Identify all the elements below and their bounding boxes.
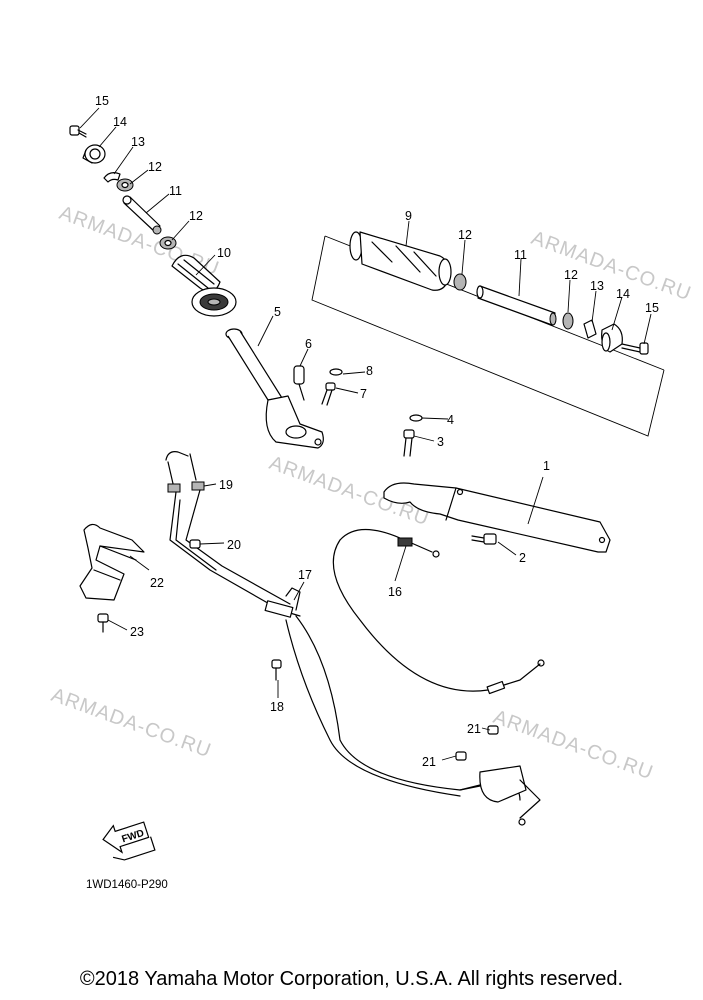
- handlebar-arm-5: [225, 328, 324, 449]
- callout: 19: [219, 478, 233, 492]
- copyright-notice: ©2018 Yamaha Motor Corporation, U.S.A. A…: [79, 968, 624, 990]
- callout: 11: [169, 184, 182, 198]
- callout: 4: [447, 413, 454, 427]
- handlebar-1: [383, 414, 611, 553]
- callout: 23: [130, 625, 144, 639]
- nut-12-upper-left: [116, 178, 134, 192]
- forward-arrow-icon: FWD: [102, 821, 156, 861]
- callout: 10: [217, 246, 231, 260]
- grip-10-left: [171, 254, 237, 317]
- callout: 15: [95, 94, 109, 108]
- callout: 7: [360, 387, 367, 401]
- callout: 12: [458, 228, 472, 242]
- clip-13-box: [583, 319, 597, 339]
- bar-end-weight-14-left: [82, 144, 106, 164]
- diagram-code: 1WD1460-P290: [86, 879, 168, 891]
- callout: 17: [298, 568, 312, 582]
- right-grip-box: [311, 231, 665, 437]
- nut-12-box-left: [453, 273, 467, 291]
- callout: 14: [113, 115, 127, 129]
- callout: 12: [189, 209, 203, 223]
- callout: 15: [645, 301, 659, 315]
- callout: 18: [270, 700, 284, 714]
- nut-12-box-right: [562, 312, 574, 330]
- callout: 8: [366, 364, 373, 378]
- callout: 6: [305, 337, 312, 351]
- bolt-7: [321, 382, 336, 406]
- callout: 14: [616, 287, 630, 301]
- callout: 12: [148, 160, 162, 174]
- pin-6: [293, 365, 305, 401]
- left-grip-assembly: [69, 125, 343, 449]
- grip-9: [349, 231, 452, 291]
- callout: 13: [590, 279, 604, 293]
- collar-11-left: [122, 195, 162, 235]
- lever-holder-22: [79, 523, 145, 633]
- callout: 22: [150, 576, 164, 590]
- switch-harness: [165, 451, 541, 826]
- callout: 21: [467, 722, 481, 736]
- collar-11-box: [476, 285, 557, 326]
- callout: 20: [227, 538, 241, 552]
- bolt-15-box: [621, 342, 649, 355]
- throttle-cable-16: [332, 528, 545, 695]
- callout: 11: [514, 248, 527, 262]
- callout: 13: [131, 135, 145, 149]
- watermark: ARMADA-CO.RU: [528, 227, 694, 305]
- leader-lines: [79, 107, 652, 761]
- bar-end-weight-14-box: [601, 323, 623, 353]
- callout: 1: [543, 459, 550, 473]
- watermark: ARMADA-CO.RU: [48, 684, 214, 762]
- callout: 3: [437, 435, 444, 449]
- washer-8: [329, 368, 343, 376]
- callout: 16: [388, 585, 402, 599]
- bolt-15-left: [69, 125, 87, 138]
- callout: 2: [519, 551, 526, 565]
- callout: 5: [274, 305, 281, 319]
- callout: 21: [422, 755, 436, 769]
- callout: 12: [564, 268, 578, 282]
- callout: 9: [405, 209, 412, 223]
- callout-numbers: 15 14 13 12 11 12 10 5 6 8 7 9 12 11 12 …: [95, 94, 659, 769]
- clip-13-left: [103, 172, 121, 183]
